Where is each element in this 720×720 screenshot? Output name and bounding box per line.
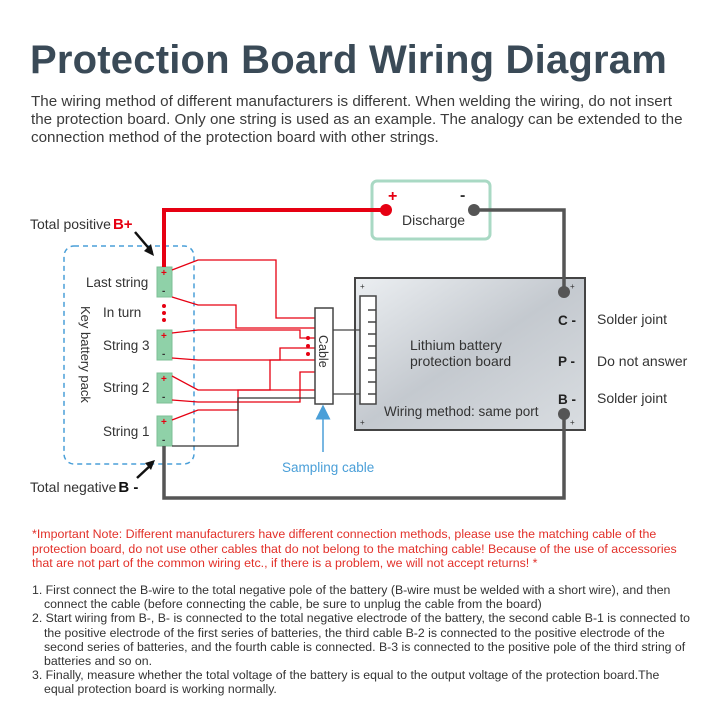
port-note-p: Do not answer <box>597 353 688 369</box>
port-b-minus: B - <box>558 392 576 407</box>
important-note: *Important Note: Different manufacturers… <box>32 527 677 571</box>
discharge-negative-wire <box>474 208 566 292</box>
string-label-3: String 3 <box>103 338 150 353</box>
string-label-last: Last string <box>86 275 148 290</box>
board-screws: + + + + <box>360 282 575 427</box>
b-plus-arrowhead <box>144 244 154 256</box>
battery-cells <box>156 266 173 447</box>
sampling-cable-label: Sampling cable <box>282 460 374 475</box>
board-title-2: protection board <box>410 353 511 369</box>
cable-dots <box>306 336 310 356</box>
cable-to-board <box>333 329 360 395</box>
string-label-2: String 2 <box>103 380 150 395</box>
svg-text:+: + <box>161 374 167 385</box>
positive-main-wire <box>162 208 386 267</box>
page-title: Protection Board Wiring Diagram <box>30 38 668 82</box>
battery-minus-marks: - - - - <box>162 286 165 446</box>
svg-text:+: + <box>161 331 167 342</box>
battery-polarity-marks: + + + + <box>161 268 167 428</box>
discharge-minus: - <box>460 187 465 204</box>
svg-text:-: - <box>162 349 165 360</box>
discharge-negative-terminal <box>468 204 480 216</box>
svg-text:+: + <box>360 282 365 291</box>
svg-text:+: + <box>161 268 167 279</box>
wiring-diagram: + + + + + + + + - - - - <box>30 179 688 500</box>
b-minus-terminal <box>558 408 570 420</box>
svg-text:-: - <box>162 286 165 297</box>
c-minus-terminal <box>558 286 570 298</box>
board-wiring-method: Wiring method: same port <box>384 404 539 419</box>
board-connector <box>359 295 377 405</box>
connector-pins <box>368 309 376 395</box>
protection-board <box>354 277 586 431</box>
step-item: 1. First connect the B-wire to the total… <box>32 583 671 612</box>
in-turn-dots <box>162 304 166 322</box>
port-p-minus: P - <box>558 354 575 369</box>
string-label-1: String 1 <box>103 424 150 439</box>
step-item: 3. Finally, measure whether the total vo… <box>32 668 660 697</box>
discharge-label: Discharge <box>402 212 465 228</box>
b-minus-wire <box>162 414 566 500</box>
sampling-negative-wire <box>172 397 315 447</box>
string-label-inturn: In turn <box>103 305 141 320</box>
pack-label: Key battery pack <box>78 306 93 403</box>
cable-label: Cable <box>316 335 330 368</box>
port-c-minus: C - <box>558 313 576 328</box>
port-note-b: Solder joint <box>597 390 667 406</box>
svg-text:+: + <box>360 418 365 427</box>
battery-pack-outline <box>63 245 195 465</box>
cable-connector <box>314 307 334 405</box>
positive-terminal <box>380 204 392 216</box>
battery-string3 <box>156 329 173 361</box>
step-item: 2. Start wiring from B-, B- is connected… <box>32 611 691 669</box>
board-title-1: Lithium battery <box>410 337 502 353</box>
svg-text:-: - <box>162 435 165 446</box>
intro-paragraph: The wiring method of different manufactu… <box>31 93 683 146</box>
discharge-plus: + <box>388 188 397 205</box>
battery-string2 <box>156 372 173 404</box>
b-minus-arrowhead <box>145 460 155 470</box>
svg-text:+: + <box>570 282 575 291</box>
svg-text:+: + <box>570 418 575 427</box>
svg-text:+: + <box>161 417 167 428</box>
instruction-steps: 1. First connect the B-wire to the total… <box>32 583 692 697</box>
svg-text:-: - <box>162 392 165 403</box>
port-note-c: Solder joint <box>597 311 667 327</box>
